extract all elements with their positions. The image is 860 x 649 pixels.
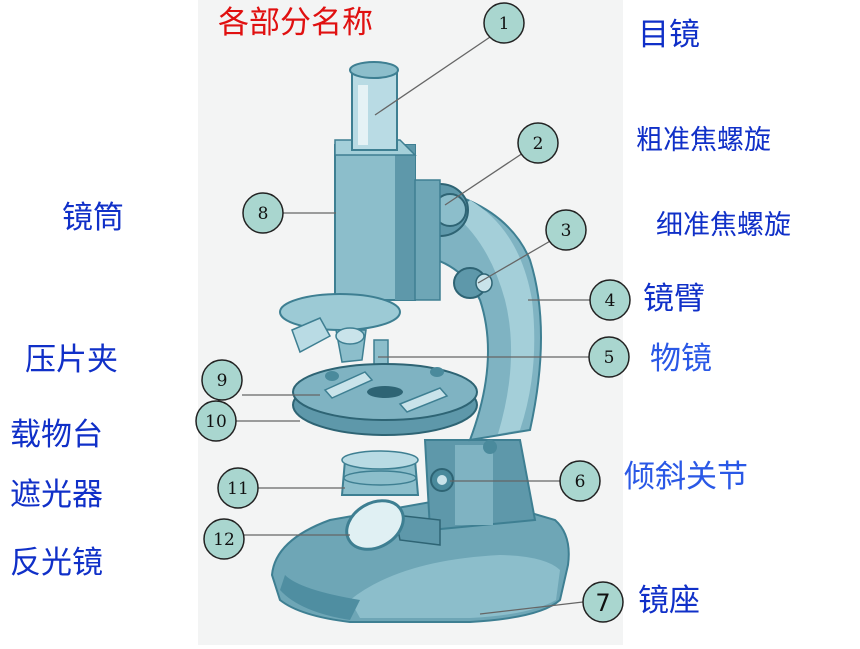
badge-6: 6 xyxy=(559,460,601,502)
badge-12-number: 12 xyxy=(213,530,235,550)
badge-11-number: 11 xyxy=(227,479,249,499)
badge-3: 3 xyxy=(545,209,587,251)
tube-holder xyxy=(414,179,441,301)
badge-8-number: 8 xyxy=(258,204,269,224)
badge-2: 2 xyxy=(517,122,559,164)
objective-ring xyxy=(335,327,365,345)
badge-7: 7 xyxy=(582,581,624,623)
badge-3-number: 3 xyxy=(561,221,572,241)
label-fine-focus: 细准焦螺旋 xyxy=(656,210,791,241)
badge-9-number: 9 xyxy=(217,371,228,391)
badge-8: 8 xyxy=(242,192,284,234)
eyepiece-lens xyxy=(349,61,399,79)
tilt-joint-center xyxy=(437,475,447,485)
badge-4-number: 4 xyxy=(605,291,616,311)
badge-7-number: 7 xyxy=(595,589,610,617)
stage-clip-left xyxy=(323,371,374,399)
leader-lines xyxy=(236,32,592,615)
leader-1 xyxy=(374,32,497,116)
label-mirror: 反光镜 xyxy=(10,545,103,581)
badge-1-number: 1 xyxy=(499,14,510,34)
base-shadow xyxy=(280,575,360,620)
base-highlight xyxy=(350,555,560,618)
badge-1: 1 xyxy=(483,2,525,44)
diaphragm-ring xyxy=(343,470,417,486)
label-arm: 镜臂 xyxy=(643,281,705,317)
badge-2-number: 2 xyxy=(533,134,544,154)
label-tilt-joint: 倾斜关节 xyxy=(624,459,748,495)
label-body-tube: 镜筒 xyxy=(62,200,124,236)
label-objective: 物镜 xyxy=(650,341,712,377)
objective-low xyxy=(291,317,332,354)
label-stage-clip: 压片夹 xyxy=(25,342,118,378)
label-base: 镜座 xyxy=(638,583,700,619)
pillar-face xyxy=(455,445,493,525)
badge-6-number: 6 xyxy=(575,472,586,492)
badge-5-number: 5 xyxy=(604,348,615,368)
badge-12: 12 xyxy=(203,518,245,560)
objective-third xyxy=(373,339,389,367)
label-stage: 载物台 xyxy=(10,417,103,453)
eyepiece-shine xyxy=(358,85,368,145)
badge-9: 9 xyxy=(201,359,243,401)
arm-highlight xyxy=(455,200,535,434)
label-coarse-focus: 粗准焦螺旋 xyxy=(636,125,771,156)
badge-4: 4 xyxy=(589,279,631,321)
leader-3 xyxy=(477,239,553,284)
label-diaphragm: 遮光器 xyxy=(10,477,103,513)
diaphragm-top xyxy=(341,450,419,470)
badge-10-number: 10 xyxy=(205,412,227,432)
diagram-title: 各部分名称 xyxy=(218,5,373,41)
badge-5: 5 xyxy=(588,336,630,378)
nosepiece xyxy=(279,293,401,331)
stage-hole xyxy=(367,386,403,398)
fine-focus-cap xyxy=(475,273,493,293)
leader-7 xyxy=(479,601,584,615)
label-eyepiece: 目镜 xyxy=(638,17,700,53)
stage-screw xyxy=(483,440,497,454)
leader-2 xyxy=(444,152,524,206)
marker-badges: 1 2 3 4 5 6 7 xyxy=(195,2,631,623)
stage-clip-right xyxy=(398,387,449,413)
clip-post-left xyxy=(325,371,339,381)
badge-11: 11 xyxy=(217,467,259,509)
clip-post-right xyxy=(430,367,444,377)
mirror xyxy=(345,499,405,551)
badge-10: 10 xyxy=(195,400,237,442)
body-tube-side xyxy=(395,145,415,300)
